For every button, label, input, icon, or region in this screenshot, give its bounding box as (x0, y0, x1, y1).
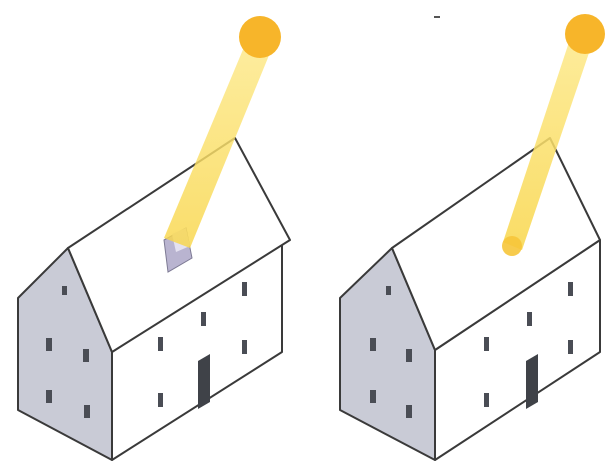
house-right (340, 14, 605, 460)
sun-icon (239, 16, 281, 58)
speck-mark (434, 16, 440, 18)
house-left (18, 16, 290, 460)
door-right (526, 354, 538, 409)
sun-icon (565, 14, 605, 54)
door-left (198, 354, 210, 409)
roof-spot (502, 236, 522, 256)
